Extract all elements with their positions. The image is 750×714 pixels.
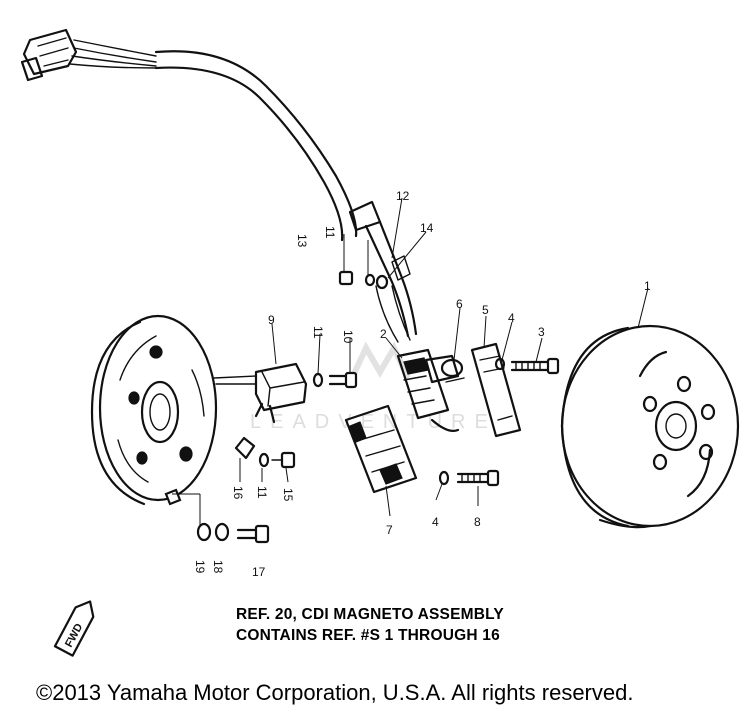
callout-labels: 1 2 3 4 5 6 9 11 10 12 14 13 11 4 8 7 16…: [193, 189, 651, 579]
callout-14: 14: [420, 221, 434, 235]
callout-15: 15: [281, 488, 295, 502]
front-direction-marker: FWD: [53, 600, 95, 657]
callout-5: 5: [482, 303, 489, 317]
callout-11-lower: 11: [255, 486, 269, 499]
part-1-flywheel-rotor: [560, 324, 740, 529]
callout-1: 1: [644, 279, 651, 293]
part-9-pulser-coil: [213, 362, 308, 424]
watermark: LEADVENTURE: [250, 341, 497, 433]
callout-4: 4: [508, 311, 515, 325]
fasteners: [196, 270, 560, 544]
caption-line-1: REF. 20, CDI MAGNETO ASSEMBLY: [236, 606, 504, 623]
callout-17: 17: [252, 565, 266, 579]
callout-7: 7: [386, 523, 393, 537]
callout-6: 6: [456, 297, 463, 311]
callout-11: 11: [311, 326, 325, 339]
callout-11-upper: 11: [323, 226, 337, 239]
callout-13: 13: [295, 234, 309, 248]
assembly-caption: REF. 20, CDI MAGNETO ASSEMBLY CONTAINS R…: [236, 604, 504, 646]
callout-10: 10: [341, 330, 355, 344]
callout-2: 2: [380, 327, 387, 341]
copyright-notice: ©2013 Yamaha Motor Corporation, U.S.A. A…: [36, 680, 634, 705]
part-6-cap: [440, 358, 465, 383]
leader-lines: [172, 197, 649, 526]
callout-12: 12: [396, 189, 410, 203]
part-2-source-coil: [396, 348, 460, 432]
wire-harness: [20, 28, 418, 343]
caption-line-2: CONTAINS REF. #S 1 THROUGH 16: [236, 627, 500, 644]
stator-base-plate: [90, 314, 218, 506]
callout-9: 9: [268, 313, 275, 327]
callout-8: 8: [474, 515, 481, 529]
svg-text:LEADVENTURE: LEADVENTURE: [250, 411, 497, 433]
part-7-coil-bracket: [344, 404, 418, 494]
callout-16: 16: [231, 486, 245, 500]
callout-4-lower: 4: [432, 515, 439, 529]
callout-19: 19: [193, 560, 207, 574]
callout-3: 3: [538, 325, 545, 339]
callout-18: 18: [211, 560, 225, 574]
